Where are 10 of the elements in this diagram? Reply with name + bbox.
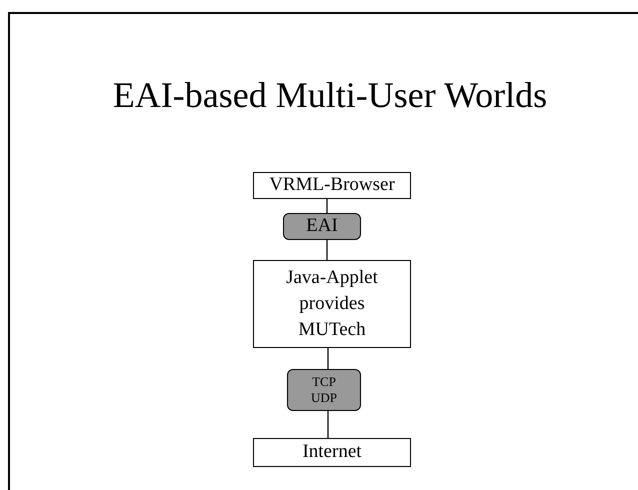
protocol-box: TCP UDP	[287, 369, 361, 411]
connector-line	[326, 199, 328, 213]
protocol-box: EAI	[283, 213, 361, 240]
component-box: Internet	[253, 438, 411, 467]
connector-line	[326, 240, 328, 260]
connector-line	[327, 348, 329, 369]
connector-line	[327, 411, 329, 438]
component-box: VRML-Browser	[253, 172, 411, 199]
slide-title: EAI-based Multi-User Worlds	[112, 74, 548, 116]
component-box: Java-Applet provides MUTech	[253, 260, 411, 348]
